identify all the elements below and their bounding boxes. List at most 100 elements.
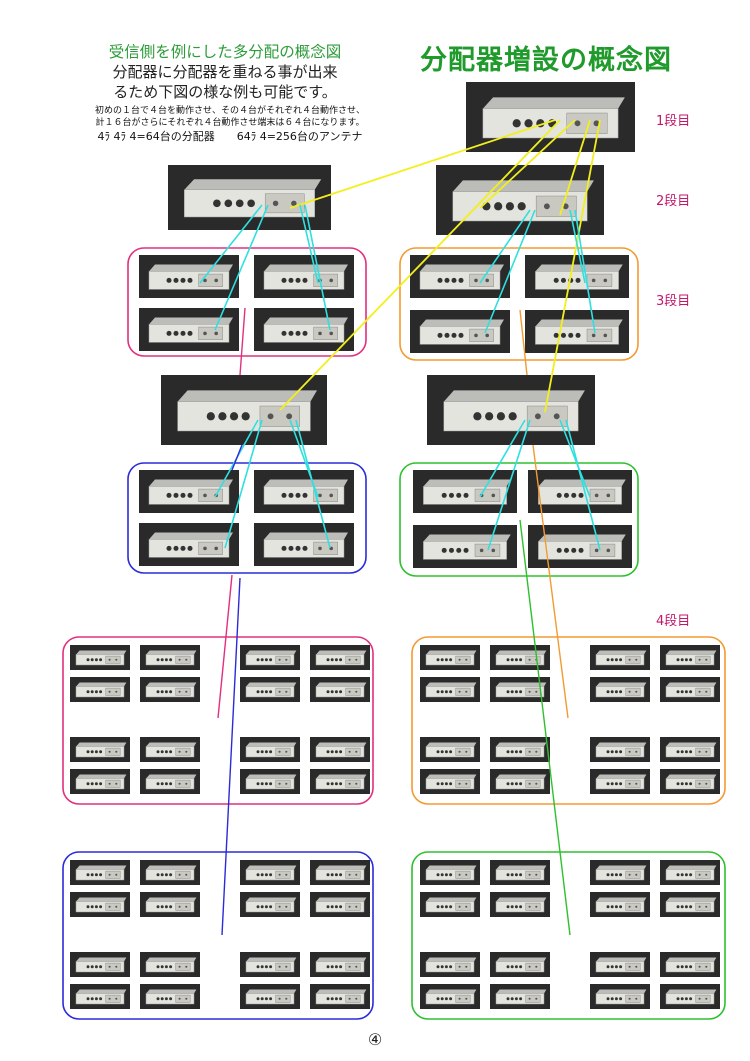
pink-t4-unit-13 — [70, 769, 130, 794]
group-frame-pink-tier3 — [127, 247, 367, 357]
pink-t4-unit-10 — [140, 737, 200, 762]
orange-t4-unit-13 — [420, 769, 480, 794]
cyan-r-3 — [569, 209, 586, 284]
orange-t4-unit-9 — [420, 737, 480, 762]
device-green-3 — [413, 525, 517, 568]
page-number: ④ — [367, 1030, 383, 1049]
blue-t4-unit-16 — [310, 984, 370, 1009]
yellow-link-2 — [479, 119, 576, 209]
blue-t4-unit-14 — [140, 984, 200, 1009]
pink-t4-unit-4 — [310, 645, 370, 670]
blue-t4-unit-6 — [140, 892, 200, 917]
orange-t4-unit-15 — [590, 769, 650, 794]
orange-t4-unit-11 — [590, 737, 650, 762]
pink-t4-unit-12 — [310, 737, 370, 762]
blue-t4-unit-13 — [70, 984, 130, 1009]
pink-t4-unit-15 — [240, 769, 300, 794]
cyan-oe-2 — [487, 419, 531, 551]
pink-t4-unit-3 — [240, 645, 300, 670]
orange-t4-unit-1 — [420, 645, 480, 670]
cyan-r-2 — [484, 209, 536, 334]
orange-t4-unit-16 — [660, 769, 720, 794]
pink-t4-unit-1 — [70, 645, 130, 670]
green-drop-1 — [519, 519, 571, 936]
blue-drop-2 — [221, 577, 241, 936]
pink-t4-unit-16 — [310, 769, 370, 794]
blue-t4-unit-12 — [310, 952, 370, 977]
blue-t4-unit-3 — [240, 860, 300, 885]
orange-t4-unit-4 — [660, 645, 720, 670]
tier-label-3: 3段目 — [656, 294, 691, 309]
pink-t4-unit-9 — [70, 737, 130, 762]
device-orange-3 — [410, 310, 510, 353]
pink-t4-unit-8 — [310, 677, 370, 702]
group-frame-green-tier4 — [411, 851, 726, 1020]
blue-t4-unit-9 — [70, 952, 130, 977]
blue-t4-unit-5 — [70, 892, 130, 917]
cyan-l-3 — [299, 204, 319, 284]
group-frame-blue-tier3 — [127, 462, 367, 574]
note-line-1: 初めの１台で４台を動作させ、その４台がそれぞれ４台動作させ、 — [94, 106, 365, 116]
cyan-pe-2 — [224, 419, 263, 549]
blue-t4-unit-10 — [140, 952, 200, 977]
pink-t4-unit-5 — [70, 677, 130, 702]
cyan-oe-3 — [559, 419, 591, 498]
orange-t4-unit-2 — [490, 645, 550, 670]
device-tier2-right — [436, 165, 604, 235]
note-line-2: 計１６台がさらにそれぞれ４台動作させ端末は６４台になります。 — [95, 118, 365, 128]
blue-t4-unit-2 — [140, 860, 200, 885]
device-pink-expanded — [161, 375, 327, 445]
tier-label-2: 2段目 — [656, 194, 691, 209]
pink-t4-unit-11 — [240, 737, 300, 762]
cyan-oe-1 — [479, 419, 526, 498]
orange-t4-unit-7 — [590, 677, 650, 702]
orange-t4-unit-14 — [490, 769, 550, 794]
device-blue-4 — [254, 523, 354, 566]
orange-t4-unit-5 — [420, 677, 480, 702]
orange-t4-unit-12 — [660, 737, 720, 762]
yellow-link-5 — [279, 119, 561, 411]
device-pink-2 — [254, 255, 354, 298]
device-pink-4 — [254, 308, 354, 351]
blue-t4-unit-4 — [310, 860, 370, 885]
tier-label-1: 1段目 — [656, 114, 691, 129]
cyan-r-1 — [479, 209, 531, 284]
blue-drop-1 — [231, 444, 243, 471]
cyan-l-2 — [214, 204, 269, 331]
cyan-l-1 — [199, 204, 263, 284]
device-blue-1 — [139, 470, 239, 513]
green-t4-unit-8 — [660, 892, 720, 917]
orange-drop-1 — [519, 309, 528, 376]
device-green-2 — [528, 470, 632, 513]
green-t4-unit-2 — [490, 860, 550, 885]
device-green-1 — [413, 470, 517, 513]
green-t4-unit-5 — [420, 892, 480, 917]
group-frame-blue-tier4 — [62, 851, 374, 1020]
pink-t4-unit-2 — [140, 645, 200, 670]
device-pink-1 — [139, 255, 239, 298]
device-orange-1 — [410, 255, 510, 298]
device-orange-expanded — [427, 375, 595, 445]
pink-t4-unit-6 — [140, 677, 200, 702]
subtitle-line-2: るため下図の様な例も可能です。 — [113, 83, 337, 101]
orange-drop-2 — [532, 444, 569, 719]
device-blue-2 — [254, 470, 354, 513]
green-t4-unit-3 — [590, 860, 650, 885]
green-t4-unit-1 — [420, 860, 480, 885]
group-frame-green-tier3 — [399, 462, 639, 577]
yellow-link-3 — [559, 119, 591, 216]
green-t4-unit-6 — [490, 892, 550, 917]
blue-t4-unit-1 — [70, 860, 130, 885]
cyan-oe-4 — [565, 419, 601, 551]
note-line-3: 4ﾗ 4ﾗ 4=64台の分配器 64ﾗ 4=256台のアンテナ — [97, 130, 363, 143]
orange-t4-unit-10 — [490, 737, 550, 762]
device-blue-3 — [139, 523, 239, 566]
green-t4-unit-11 — [590, 952, 650, 977]
blue-t4-unit-7 — [240, 892, 300, 917]
orange-t4-unit-8 — [660, 677, 720, 702]
subtitle-line-1: 分配器に分配器を重ねる事が出来 — [112, 63, 338, 81]
green-t4-unit-10 — [490, 952, 550, 977]
group-frame-pink-tier4 — [62, 636, 374, 805]
green-t4-unit-15 — [590, 984, 650, 1009]
